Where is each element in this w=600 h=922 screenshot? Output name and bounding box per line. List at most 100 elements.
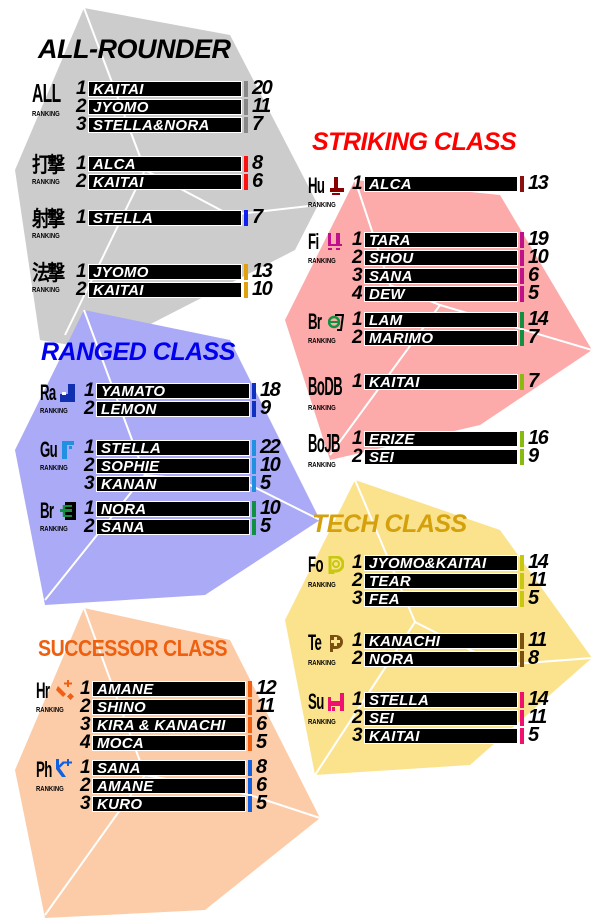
name-bar: STELLA [96, 440, 250, 457]
accent-stripe [248, 796, 252, 812]
ranking-row: 1 SANA 8 [80, 756, 300, 778]
rank-number: 1 [352, 428, 363, 449]
player-name: MARIMO [369, 330, 434, 347]
player-name: DEW [369, 286, 405, 303]
rank-number: 2 [352, 327, 363, 348]
phantom-badge: Ph RANKING [36, 759, 82, 799]
score: 19 [528, 228, 549, 250]
ranking-row: 2 TEAR 11 [352, 569, 572, 591]
name-bar: FEA [364, 591, 518, 608]
accent-stripe [520, 651, 524, 667]
rank-number: 2 [352, 707, 363, 728]
ranking-row: 3 STELLA&NORA 7 [76, 113, 296, 135]
techer-badge-label: Te [308, 630, 322, 655]
score: 10 [260, 454, 281, 476]
name-bar: MARIMO [364, 330, 518, 347]
ranking-row: 2 MARIMO 7 [352, 327, 572, 348]
ranking-row: 3 SANA 6 [352, 264, 572, 286]
hero-icon [56, 680, 74, 700]
accent-stripe [520, 728, 524, 744]
score: 8 [256, 756, 267, 778]
player-name: SANA [97, 760, 141, 777]
gunner-badge: Gu RANKING [40, 439, 86, 479]
rank-number: 1 [84, 437, 95, 458]
name-bar: KANACHI [364, 633, 518, 650]
ranking-row: 1 JYOMO&KAITAI 14 [352, 552, 572, 572]
hero-badge-label: Hr [36, 678, 50, 703]
name-bar: SHOU [364, 250, 518, 267]
gunner-icon [62, 441, 74, 459]
player-name: FEA [369, 591, 400, 608]
player-name: STELLA [101, 440, 162, 457]
striking-kanji-label: 打撃 [32, 154, 65, 177]
tech-kanji-badge: 法撃 RANKING [32, 263, 78, 303]
score: 9 [528, 445, 539, 467]
accent-stripe [248, 760, 252, 776]
ranking-row: 1 JYOMO 13 [76, 261, 296, 281]
ranking-label: RANKING [32, 179, 60, 186]
score: 6 [528, 264, 539, 286]
accent-stripe [244, 174, 248, 190]
bouncer-jb-badge-label: BoJB [308, 428, 340, 458]
rank-number: 2 [80, 775, 91, 796]
score: 5 [256, 792, 267, 814]
player-name: KAITAI [93, 81, 144, 98]
score: 7 [252, 113, 263, 135]
ranking-label: RANKING [308, 462, 336, 469]
ranking-rows: 1 AMANE 12 2 SHINO 11 3 KIRA & KANACHI 6… [80, 677, 300, 752]
score: 6 [252, 170, 263, 192]
ranking-label: RANKING [40, 465, 68, 472]
rank-number: 1 [80, 757, 91, 778]
ranking-row: 2 LEMON 9 [84, 398, 304, 419]
player-name: SANA [101, 519, 145, 536]
ranking-row: 1 STELLA 7 [76, 207, 296, 228]
rank-number: 1 [352, 229, 363, 250]
player-name: JYOMO&KAITAI [369, 555, 487, 572]
braver-bow-badge-label: Br [40, 498, 54, 523]
ranking-row: 2 SHOU 10 [352, 246, 572, 268]
hunter-badge: Hu RANKING [308, 175, 354, 215]
name-bar: SEI [364, 710, 518, 727]
player-name: JYOMO [93, 264, 149, 281]
accent-stripe [244, 282, 248, 298]
name-bar: KAITAI [88, 282, 242, 299]
name-bar: ALCA [364, 176, 518, 193]
ranking-rows: 1 STELLA 22 2 SOPHIE 10 3 KANAN 5 [84, 437, 304, 494]
player-name: KIRA & KANACHI [97, 717, 226, 734]
score: 5 [528, 587, 539, 609]
player-name: JYOMO [93, 99, 149, 116]
score: 10 [528, 246, 549, 268]
score: 11 [256, 695, 275, 717]
name-bar: DEW [364, 286, 518, 303]
rank-number: 1 [76, 207, 87, 228]
name-bar: JYOMO [88, 264, 242, 281]
player-name: YAMATO [101, 383, 166, 400]
allrounder-title: ALL-ROUNDER [38, 34, 231, 64]
successor-title: SUCCESSOR CLASS [38, 635, 228, 661]
ranking-rows: 1 NORA 10 2 SANA 5 [84, 498, 304, 536]
score: 11 [528, 569, 547, 591]
score: 6 [256, 713, 267, 735]
player-name: SHINO [97, 699, 147, 716]
ranking-row: 4 DEW 5 [352, 283, 572, 303]
rank-number: 2 [84, 398, 95, 419]
rank-number: 3 [76, 114, 87, 135]
accent-stripe [244, 81, 248, 97]
rank-number: 3 [80, 793, 91, 814]
ranking-label: RANKING [308, 582, 336, 589]
ranking-row: 2 JYOMO 11 [76, 96, 296, 116]
accent-stripe [252, 458, 256, 474]
score: 5 [260, 472, 271, 494]
force-icon [328, 556, 344, 574]
score: 12 [256, 677, 277, 699]
tech-kanji-label: 法撃 [32, 262, 65, 285]
score: 14 [528, 688, 549, 710]
ranking-row: 1 LAM 14 [352, 309, 572, 329]
fighter-badge: Fi RANKING [308, 231, 354, 271]
ranking-row: 2 KAITAI 6 [76, 170, 296, 192]
accent-stripe [248, 735, 252, 751]
rank-number: 2 [352, 247, 363, 268]
rank-number: 1 [352, 630, 363, 651]
player-name: KAITAI [369, 728, 420, 745]
hunter-icon [330, 177, 344, 195]
